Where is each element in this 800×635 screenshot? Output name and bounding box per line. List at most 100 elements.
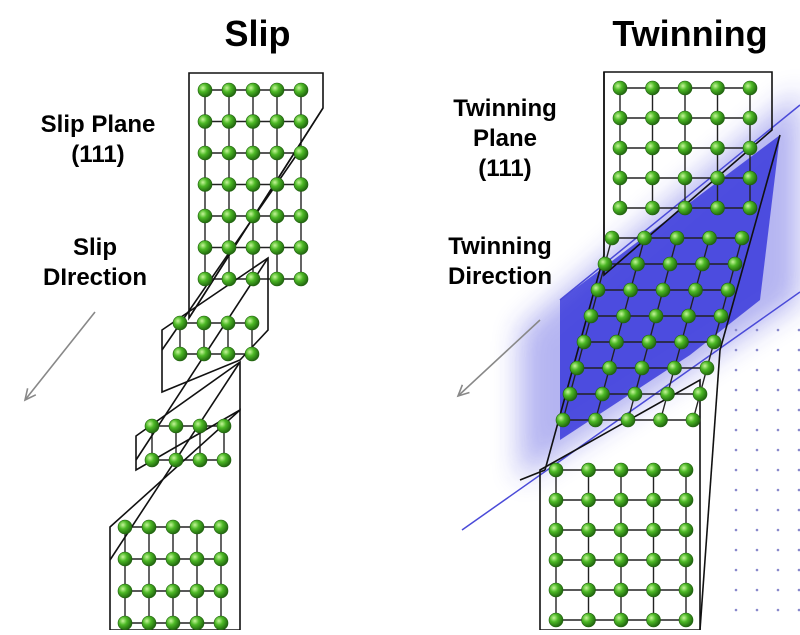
lattice-dot xyxy=(776,488,780,492)
twinning-direction-label-line2: Direction xyxy=(447,263,552,290)
lattice-dot xyxy=(797,548,800,552)
atom xyxy=(655,282,671,298)
atom xyxy=(583,308,599,324)
atom xyxy=(678,552,694,568)
atom xyxy=(720,282,736,298)
atom xyxy=(189,615,205,631)
lattice-dot xyxy=(797,508,800,512)
atom xyxy=(742,110,758,126)
slip-direction-label-line2: DIrection xyxy=(42,264,147,291)
atom xyxy=(269,240,285,255)
atom xyxy=(612,170,628,186)
atom xyxy=(678,522,694,538)
lattice-dot xyxy=(797,388,800,392)
lattice-dot xyxy=(776,328,780,332)
atom xyxy=(662,256,678,272)
atom xyxy=(646,462,661,478)
lattice-dot xyxy=(797,328,800,332)
atom xyxy=(634,360,650,376)
slip-plane-label: Slip Plane (111) xyxy=(18,110,178,170)
lattice-dot xyxy=(734,588,738,592)
atom xyxy=(646,552,661,568)
atom xyxy=(269,82,285,98)
atom xyxy=(609,334,624,350)
atom xyxy=(548,582,564,598)
atom xyxy=(141,551,157,567)
atom xyxy=(172,315,188,331)
atom xyxy=(645,170,660,186)
atom xyxy=(645,110,660,126)
atom xyxy=(197,177,213,192)
atom xyxy=(646,612,661,628)
atom xyxy=(681,308,696,324)
atom xyxy=(245,114,261,129)
lattice-dot xyxy=(797,408,800,412)
atom xyxy=(144,452,160,468)
lattice-dot xyxy=(734,428,738,432)
atom xyxy=(141,615,157,631)
atom xyxy=(189,519,205,535)
atom xyxy=(710,140,725,156)
atom xyxy=(677,200,693,216)
atom xyxy=(612,80,628,96)
twinning-title: Twinning xyxy=(612,13,768,54)
atom xyxy=(653,412,668,428)
atom xyxy=(710,170,725,186)
atom xyxy=(244,315,260,331)
lattice-dot xyxy=(755,588,759,592)
lattice-dot xyxy=(776,568,780,572)
atom xyxy=(646,582,661,598)
atom xyxy=(581,522,596,538)
atom xyxy=(197,208,213,224)
lattice-dot xyxy=(755,348,759,352)
slip-block-2 xyxy=(161,256,269,394)
atom xyxy=(293,82,309,98)
twinning-plane-label-line1: Twinning xyxy=(453,95,557,122)
atom xyxy=(165,519,181,535)
atom-layer xyxy=(117,80,758,631)
atom xyxy=(742,200,758,216)
twinning-direction-label-line1: Twinning xyxy=(448,233,552,260)
lattice-dot xyxy=(734,408,738,412)
lattice-dot xyxy=(797,568,800,572)
atom xyxy=(197,145,213,161)
atom xyxy=(604,230,620,246)
slip-direction-label: Slip DIrection xyxy=(20,233,170,293)
slip-direction-arrow xyxy=(24,311,96,401)
atom xyxy=(293,145,309,161)
twinning-plane-label: Twinning Plane (111) xyxy=(430,94,580,184)
lattice-dot xyxy=(755,488,759,492)
slip-plane-label-line1: Slip Plane xyxy=(40,111,156,138)
twinning-plane-label-line3: (111) xyxy=(478,155,532,182)
atom xyxy=(189,583,205,599)
atom xyxy=(612,200,628,216)
atom xyxy=(141,583,157,599)
lattice-dot xyxy=(755,448,759,452)
lattice-dot xyxy=(755,408,759,412)
atom xyxy=(220,346,236,362)
lattice-dot xyxy=(776,588,780,592)
atom xyxy=(562,386,578,402)
lattice-dot xyxy=(755,528,759,532)
atom xyxy=(165,615,181,631)
atom xyxy=(612,110,628,126)
atom xyxy=(623,282,638,298)
atom xyxy=(221,82,237,98)
atom xyxy=(293,177,309,192)
slip-direction-arrow-head xyxy=(23,388,37,402)
atom xyxy=(597,256,613,272)
atom xyxy=(590,282,606,298)
lattice-dot xyxy=(734,508,738,512)
lattice-dot xyxy=(797,588,800,592)
lattice-dot xyxy=(755,428,759,432)
atom xyxy=(734,230,750,246)
atom xyxy=(613,612,629,628)
atom xyxy=(189,551,205,567)
atom xyxy=(710,110,725,126)
lattice-dot xyxy=(797,528,800,532)
atom xyxy=(213,519,229,535)
atom xyxy=(293,208,309,224)
atom xyxy=(168,418,184,434)
atom xyxy=(646,492,661,508)
atom xyxy=(245,177,261,192)
